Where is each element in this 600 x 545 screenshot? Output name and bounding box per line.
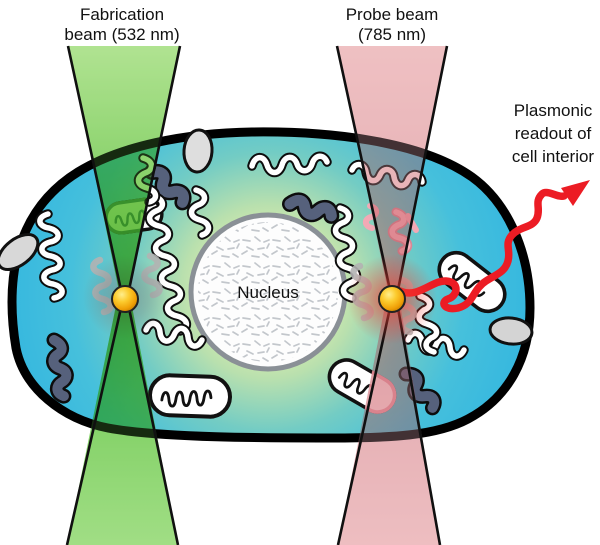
probe-beam-edges — [335, 45, 449, 545]
gold-nanoparticle-left — [111, 285, 139, 313]
readout-label-line3: cell interior — [512, 147, 595, 166]
nucleus-label: Nucleus — [237, 283, 298, 302]
probe-beam-label-line2: (785 nm) — [358, 25, 426, 44]
probe-beam-label-line1: Probe beam — [346, 5, 439, 24]
golgi-blob — [282, 192, 340, 224]
vesicle — [182, 128, 214, 174]
fabrication-beam-label-line2: beam (532 nm) — [64, 25, 179, 44]
gold-nanoparticle-right — [378, 285, 406, 313]
golgi-blob — [398, 366, 442, 416]
golgi-blob — [46, 332, 74, 404]
vesicle — [488, 316, 534, 346]
membrane-vesicles — [0, 128, 534, 346]
readout-label-line1: Plasmonic — [514, 101, 593, 120]
mitochondrion — [148, 373, 232, 419]
fabrication-beam-label-line1: Fabrication — [80, 5, 164, 24]
golgi-blob — [144, 163, 192, 211]
golgi-blobs — [46, 163, 442, 416]
readout-label: Plasmonic readout of cell interior — [512, 101, 595, 166]
beam-labels: Fabrication beam (532 nm) Probe beam (78… — [64, 5, 438, 44]
nucleus: Nucleus — [188, 212, 348, 372]
fabrication-beam-edges — [65, 45, 182, 545]
readout-label-line2: readout of — [515, 124, 592, 143]
readout-arrow — [396, 180, 590, 313]
vesicle — [0, 233, 40, 271]
arrowhead — [561, 180, 590, 206]
